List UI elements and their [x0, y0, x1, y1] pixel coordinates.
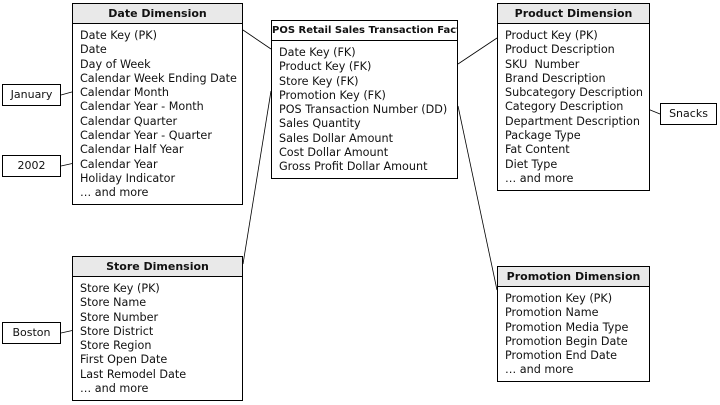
fact-table-title: POS Retail Sales Transaction Fact: [272, 21, 457, 41]
fact-field: Store Key (FK): [279, 74, 359, 88]
date-field: Holiday Indicator: [80, 171, 176, 185]
promotion-field: Promotion End Date: [505, 349, 618, 363]
store-field: Store Region: [80, 339, 152, 353]
date-field: … and more: [80, 186, 149, 200]
promotion-field: Promotion Name: [505, 306, 599, 320]
connector-promotion-to-fact: [457, 105, 498, 291]
connector-date-to-fact: [242, 29, 272, 50]
fact-field: Date Key (FK): [279, 46, 356, 59]
store-field: Store District: [80, 324, 154, 338]
date-field: Date: [80, 43, 107, 57]
date-field: Calendar Year - Quarter: [80, 129, 212, 143]
product-field: Department Description: [505, 114, 640, 128]
store-field: Store Number: [80, 310, 159, 324]
product-field: Package Type: [505, 129, 581, 143]
example-value-january: January: [2, 84, 61, 106]
product-field: Product Key (PK): [505, 29, 598, 42]
fact-field: Sales Dollar Amount: [279, 131, 393, 145]
product-field: SKU Number: [505, 57, 580, 71]
fact-table-field-list: Date Key (FK) Product Key (FK) Store Key…: [272, 41, 457, 175]
date-field: Calendar Year: [80, 157, 158, 171]
product-dimension-title: Product Dimension: [498, 4, 649, 24]
promotion-dimension-title: Promotion Dimension: [498, 267, 649, 287]
promotion-field: … and more: [505, 363, 574, 377]
connector-store-to-fact: [242, 90, 272, 265]
product-field: Product Description: [505, 43, 615, 57]
example-value-2002: 2002: [2, 155, 61, 177]
date-field: Calendar Month: [80, 86, 169, 100]
product-dimension-table: Product Dimension Product Key (PK) Produ…: [497, 3, 650, 191]
fact-field: POS Transaction Number (DD): [279, 103, 448, 117]
example-value-boston: Boston: [2, 322, 61, 344]
promotion-dimension-field-list: Promotion Key (PK) Promotion Name Promot…: [498, 287, 649, 378]
fact-field: Sales Quantity: [279, 117, 361, 131]
product-field: Fat Content: [505, 143, 570, 157]
store-dimension-title: Store Dimension: [73, 257, 242, 277]
date-field: Calendar Quarter: [80, 114, 178, 128]
date-dimension-title: Date Dimension: [73, 4, 242, 24]
date-field: Calendar Half Year: [80, 143, 184, 157]
product-field: … and more: [505, 171, 574, 185]
date-field: Calendar Year - Month: [80, 100, 204, 114]
product-field: Brand Description: [505, 71, 606, 85]
store-dimension-table: Store Dimension Store Key (PK) Store Nam…: [72, 256, 243, 401]
fact-field: Product Key (FK): [279, 60, 372, 74]
fact-field: Gross Profit Dollar Amount: [279, 160, 428, 174]
date-dimension-table: Date Dimension Date Key (PK) Date Day of…: [72, 3, 243, 205]
store-field: First Open Date: [80, 353, 168, 367]
fact-table: POS Retail Sales Transaction Fact Date K…: [271, 20, 458, 179]
promotion-field: Promotion Begin Date: [505, 334, 628, 348]
store-field: Last Remodel Date: [80, 367, 187, 381]
store-field: Store Key (PK): [80, 282, 160, 295]
connector-product-to-fact: [457, 37, 498, 65]
fact-field: Cost Dollar Amount: [279, 146, 389, 160]
product-field: Diet Type: [505, 157, 558, 171]
product-field: Category Description: [505, 100, 624, 114]
product-field: Subcategory Description: [505, 86, 644, 100]
store-dimension-field-list: Store Key (PK) Store Name Store Number S…: [73, 277, 242, 396]
date-dimension-field-list: Date Key (PK) Date Day of Week Calendar …: [73, 24, 242, 201]
promotion-dimension-table: Promotion Dimension Promotion Key (PK) P…: [497, 266, 650, 382]
store-field: … and more: [80, 382, 149, 396]
store-field: Store Name: [80, 296, 147, 310]
fact-field: Promotion Key (FK): [279, 88, 386, 102]
product-dimension-field-list: Product Key (PK) Product Description SKU…: [498, 24, 649, 186]
promotion-field: Promotion Media Type: [505, 320, 629, 334]
date-field: Date Key (PK): [80, 29, 157, 42]
example-value-snacks: Snacks: [660, 103, 717, 125]
promotion-field: Promotion Key (PK): [505, 292, 613, 305]
date-field: Calendar Week Ending Date: [80, 71, 237, 85]
date-field: Day of Week: [80, 57, 151, 71]
